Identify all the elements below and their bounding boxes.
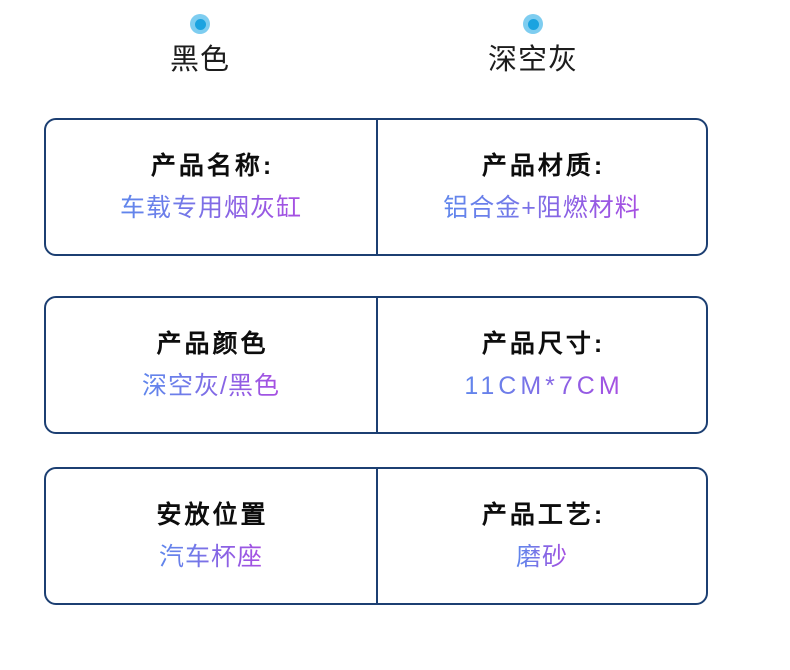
spec-label: 产品工艺: [481, 500, 606, 529]
spec-cell-placement-position: 安放位置 汽车杯座 [46, 469, 376, 603]
color-option-label: 深空灰 [487, 44, 578, 76]
dot-marker-icon [190, 14, 210, 34]
color-option-black[interactable]: 黑色 [100, 0, 300, 77]
spec-cell-product-material: 产品材质: 铝合金+阻燃材料 [376, 118, 706, 256]
spec-cell-product-name: 产品名称: 车载专用烟灰缸 [46, 120, 376, 254]
spec-label: 安放位置 [156, 500, 269, 529]
dot-marker-icon [523, 14, 543, 34]
spec-label: 产品尺寸: [481, 329, 606, 358]
spec-value: 车载专用烟灰缸 [119, 193, 302, 222]
spec-label: 产品名称: [150, 151, 275, 180]
table-row: 产品颜色 深空灰/黑色 产品尺寸: 11CM*7CM [44, 296, 708, 434]
spec-value: 11CM*7CM [460, 371, 623, 402]
color-option-label: 黑色 [169, 44, 230, 76]
spec-label: 产品材质: [481, 151, 606, 180]
spec-label: 产品颜色 [156, 329, 269, 358]
color-options-header: 黑色 深空灰 [0, 0, 790, 100]
spec-cell-product-craft: 产品工艺: 磨砂 [376, 467, 706, 605]
spec-value: 汽车杯座 [158, 542, 263, 571]
color-option-space-gray[interactable]: 深空灰 [433, 0, 633, 77]
table-row: 产品名称: 车载专用烟灰缸 产品材质: 铝合金+阻燃材料 [44, 118, 708, 256]
spec-value: 磨砂 [515, 542, 568, 571]
spec-cell-product-color: 产品颜色 深空灰/黑色 [46, 298, 376, 432]
spec-cell-product-size: 产品尺寸: 11CM*7CM [376, 296, 706, 434]
spec-value: 深空灰/黑色 [142, 371, 280, 400]
table-row: 安放位置 汽车杯座 产品工艺: 磨砂 [44, 467, 708, 605]
spec-value: 铝合金+阻燃材料 [443, 193, 641, 222]
